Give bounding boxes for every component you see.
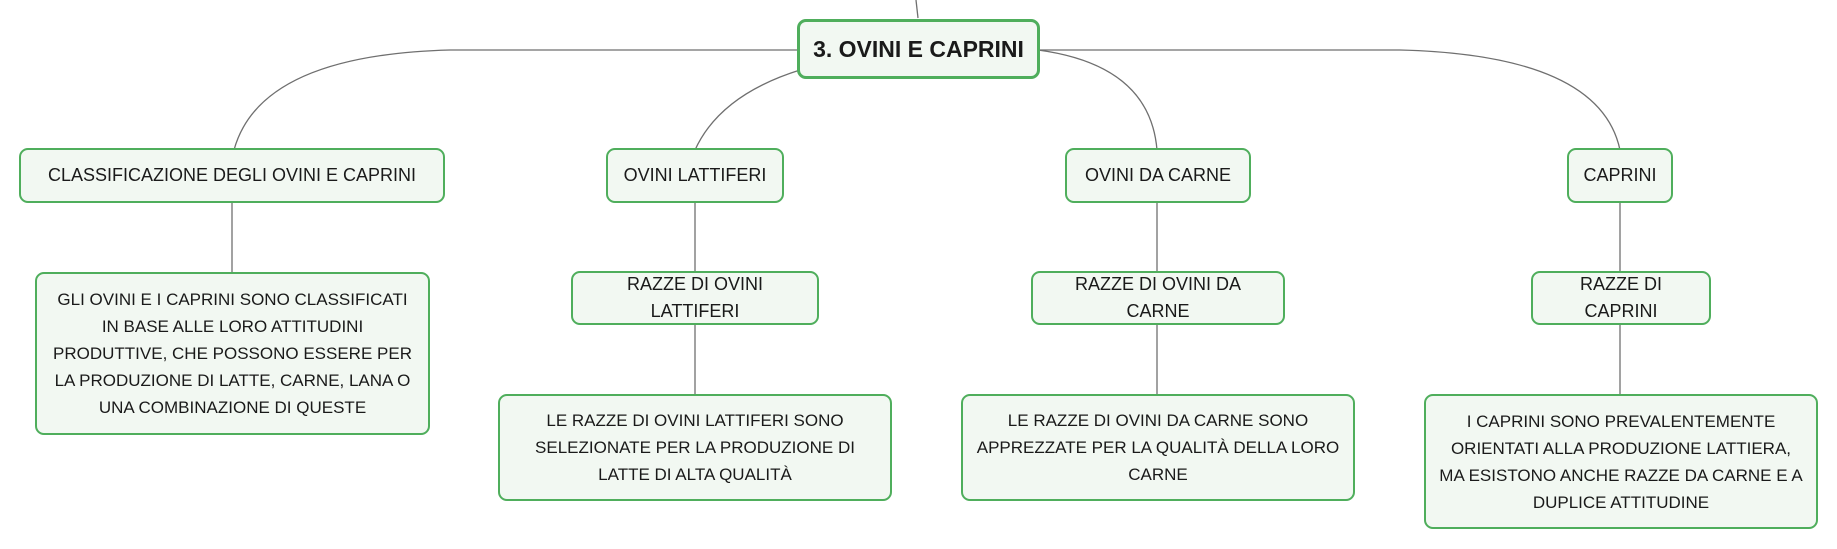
- branch-node-classificazione[interactable]: CLASSIFICAZIONE DEGLI OVINI E CAPRINI: [19, 148, 445, 203]
- root-label: 3. OVINI E CAPRINI: [813, 35, 1024, 62]
- sub-label: RAZZE DI OVINI LATTIFERI: [626, 274, 763, 321]
- text-node-ovini-lattiferi[interactable]: LE RAZZE DI OVINI LATTIFERI SONO SELEZIO…: [498, 394, 892, 501]
- branch-label: OVINI DA CARNE: [1084, 165, 1232, 185]
- branch-node-ovini-da-carne[interactable]: OVINI DA CARNE: [1065, 148, 1251, 203]
- connector-root-caprini: [1038, 49, 1621, 151]
- text-node-caprini[interactable]: I CAPRINI SONO PREVALENTEMENTE ORIENTATI…: [1424, 394, 1818, 529]
- text-node-ovini-da-carne[interactable]: LE RAZZE DI OVINI DA CARNE SONO APPREZZA…: [961, 394, 1355, 501]
- connector-root-classificazione: [233, 49, 800, 151]
- connector-root-ovini-da-carne: [1037, 49, 1158, 151]
- branch-label: CAPRINI: [1583, 165, 1657, 185]
- sub-label: RAZZE DI OVINI DA CARNE: [1074, 274, 1242, 321]
- text-node-body: I CAPRINI SONO PREVALENTEMENTE ORIENTATI…: [1439, 411, 1803, 512]
- branch-label: CLASSIFICAZIONE DEGLI OVINI E CAPRINI: [47, 165, 417, 185]
- root-node[interactable]: 3. OVINI E CAPRINI: [797, 19, 1040, 79]
- sub-node-razze-ovini-lattiferi[interactable]: RAZZE DI OVINI LATTIFERI: [571, 271, 819, 325]
- sub-label: RAZZE DI CAPRINI: [1579, 274, 1662, 321]
- text-node-body: LE RAZZE DI OVINI LATTIFERI SONO SELEZIO…: [535, 411, 855, 484]
- sub-node-razze-ovini-da-carne[interactable]: RAZZE DI OVINI DA CARNE: [1031, 271, 1285, 325]
- branch-node-caprini[interactable]: CAPRINI: [1567, 148, 1673, 203]
- sub-node-razze-di-caprini[interactable]: RAZZE DI CAPRINI: [1531, 271, 1711, 325]
- connector-root-ovini-lattiferi: [694, 69, 801, 151]
- connector-parent-root: [915, 0, 919, 19]
- branch-node-ovini-lattiferi[interactable]: OVINI LATTIFERI: [606, 148, 784, 203]
- text-node-classificazione[interactable]: GLI OVINI E I CAPRINI SONO CLASSIFICATI …: [35, 272, 430, 435]
- branch-label: OVINI LATTIFERI: [623, 165, 767, 185]
- text-node-body: LE RAZZE DI OVINI DA CARNE SONO APPREZZA…: [976, 411, 1340, 484]
- text-node-body: GLI OVINI E I CAPRINI SONO CLASSIFICATI …: [53, 290, 412, 417]
